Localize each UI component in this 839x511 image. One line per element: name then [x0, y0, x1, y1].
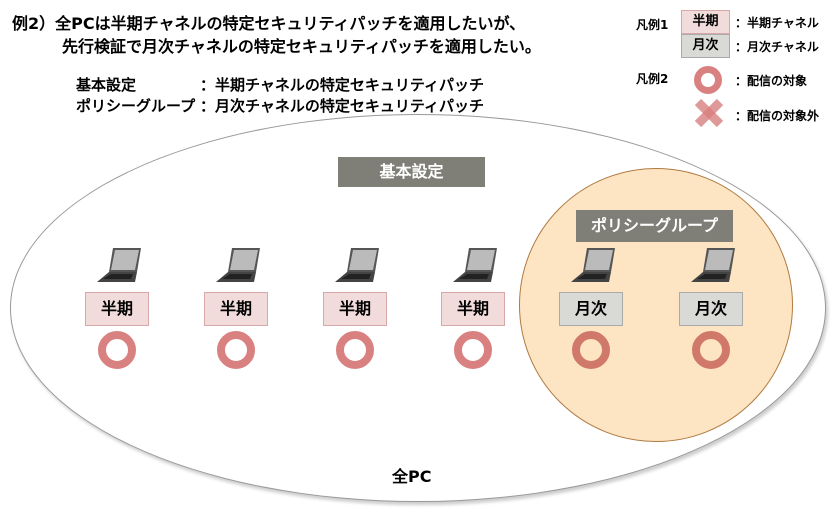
laptop-icon	[95, 246, 145, 288]
base-setting-label: 基本設定	[338, 157, 485, 187]
legend1-label: 凡例1	[636, 18, 669, 32]
pc-channel-box: 半期	[323, 292, 387, 326]
pc-channel-box: 半期	[441, 292, 505, 326]
all-pc-label: 全PC	[392, 467, 432, 486]
legend-excluded-x-icon	[694, 98, 724, 128]
title-line1: 例2）全PCは半期チャネルの特定セキュリティパッチを適用したいが、	[12, 14, 526, 33]
legend-half-desc: ：半期チャネル	[735, 16, 819, 30]
delivery-target-ring-icon	[217, 331, 255, 369]
laptop-icon	[451, 246, 501, 288]
setting-value-base: ：半期チャネルの特定セキュリティパッチ	[200, 76, 484, 94]
setting-name-policy: ポリシーグループ	[76, 97, 196, 115]
delivery-target-ring-icon	[454, 331, 492, 369]
laptop-icon	[689, 246, 739, 288]
delivery-target-ring-icon	[336, 331, 374, 369]
laptop-icon	[333, 246, 383, 288]
pc-channel-box: 月次	[679, 292, 743, 326]
delivery-target-ring-icon	[692, 331, 730, 369]
laptop-icon	[214, 246, 264, 288]
legend2-label: 凡例2	[636, 72, 669, 86]
legend-monthly-box: 月次	[681, 34, 730, 58]
title-line2: 先行検証で月次チャネルの特定セキュリティパッチを適用したい。	[62, 37, 541, 56]
pc-channel-box: 半期	[85, 292, 149, 326]
legend-monthly-desc: ：月次チャネル	[735, 40, 819, 54]
delivery-target-ring-icon	[98, 331, 136, 369]
legend-excluded-desc: ：配信の対象外	[735, 109, 820, 123]
laptop-icon	[569, 246, 619, 288]
delivery-target-ring-icon	[572, 331, 610, 369]
setting-name-base: 基本設定	[76, 76, 137, 94]
legend-target-desc: ：配信の対象	[735, 74, 808, 88]
policy-group-label: ポリシーグループ	[576, 210, 733, 242]
pc-channel-box: 月次	[559, 292, 623, 326]
setting-value-policy: ：月次チャネルの特定セキュリティパッチ	[200, 97, 484, 115]
pc-channel-box: 半期	[204, 292, 268, 326]
legend-half-box: 半期	[681, 10, 730, 34]
legend-target-ring-icon	[694, 66, 722, 94]
